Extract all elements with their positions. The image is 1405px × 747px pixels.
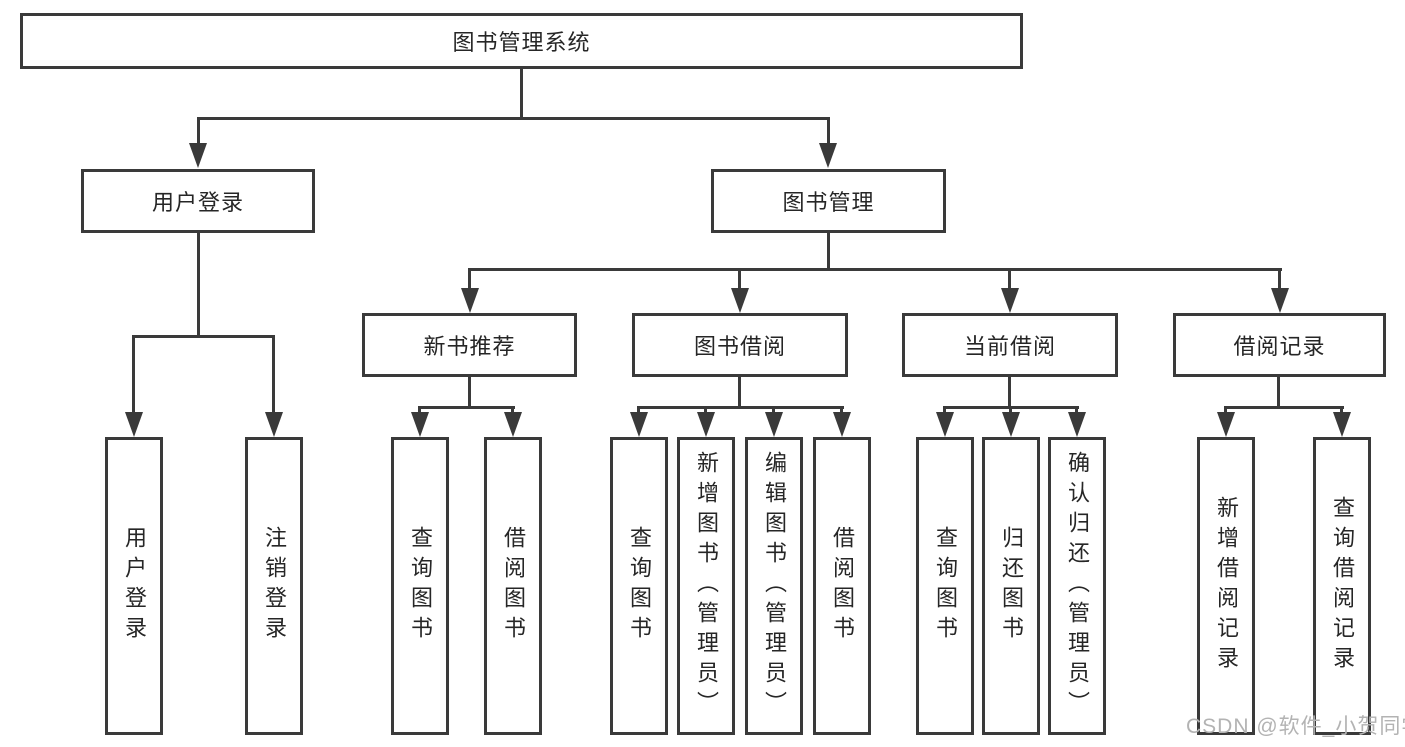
node-book-management: 图书管理 <box>711 169 946 233</box>
node-label: 确认归还（管理员） <box>1065 451 1090 721</box>
connector-line <box>418 406 515 409</box>
connector-line <box>704 406 707 415</box>
node-user-login-action: 用户登录 <box>105 437 163 735</box>
node-label: 用户登录 <box>122 526 147 646</box>
arrow-down-icon <box>1002 412 1020 437</box>
node-label: 新增借阅记录 <box>1214 496 1239 676</box>
connector-line <box>1008 377 1011 408</box>
connector-line <box>738 268 741 291</box>
connector-line <box>827 117 830 147</box>
arrow-down-icon <box>1068 412 1086 437</box>
connector-line <box>197 117 830 120</box>
arrow-down-icon <box>1333 412 1351 437</box>
arrow-down-icon <box>461 288 479 313</box>
arrow-down-icon <box>697 412 715 437</box>
arrow-down-icon <box>833 412 851 437</box>
node-label: 归还图书 <box>999 526 1024 646</box>
node-edit-book-admin: 编辑图书（管理员） <box>745 437 803 735</box>
connector-line <box>418 406 421 415</box>
connector-line <box>132 335 275 338</box>
connector-line <box>272 335 275 415</box>
connector-line <box>1008 268 1011 291</box>
node-user-login: 用户登录 <box>81 169 315 233</box>
node-return-books: 归还图书 <box>982 437 1040 735</box>
connector-line <box>520 69 523 119</box>
node-add-borrow-record: 新增借阅记录 <box>1197 437 1255 735</box>
connector-line <box>1224 406 1344 409</box>
arrow-down-icon <box>1271 288 1289 313</box>
connector-line <box>511 406 514 415</box>
connector-line <box>132 335 135 415</box>
arrow-down-icon <box>765 412 783 437</box>
node-search-borrow-record: 查询借阅记录 <box>1313 437 1371 735</box>
arrow-down-icon <box>265 412 283 437</box>
arrow-down-icon <box>1001 288 1019 313</box>
arrow-down-icon <box>411 412 429 437</box>
node-new-book-recommendation: 新书推荐 <box>362 313 577 377</box>
node-label: 查询借阅记录 <box>1330 496 1355 676</box>
connector-line <box>197 233 200 337</box>
connector-line <box>468 377 471 408</box>
node-label: 借阅记录 <box>1233 334 1326 359</box>
watermark-text: CSDN @软件_小贺同学 <box>1186 715 1405 738</box>
node-label: 借阅图书 <box>830 526 855 646</box>
node-label: 查询图书 <box>408 526 433 646</box>
node-label: 图书借阅 <box>693 334 786 359</box>
connector-line <box>637 406 640 415</box>
connector-line <box>772 406 775 415</box>
arrow-down-icon <box>731 288 749 313</box>
node-label: 用户登录 <box>151 190 244 215</box>
connector-line <box>827 233 830 270</box>
connector-line <box>738 377 741 408</box>
node-label: 编辑图书（管理员） <box>762 451 787 721</box>
node-add-book-admin: 新增图书（管理员） <box>677 437 735 735</box>
connector-line <box>1009 406 1012 415</box>
connector-line <box>840 406 843 415</box>
node-label: 借阅图书 <box>501 526 526 646</box>
connector-line <box>1075 406 1078 415</box>
node-label: 新增图书（管理员） <box>694 451 719 721</box>
node-current-borrowing: 当前借阅 <box>902 313 1118 377</box>
node-label: 查询图书 <box>933 526 958 646</box>
connector-line <box>1277 377 1280 408</box>
node-label: 图书管理 <box>782 190 875 215</box>
connector-line <box>197 117 200 147</box>
node-label: 当前借阅 <box>963 334 1056 359</box>
node-search-books-borrowing: 查询图书 <box>610 437 668 735</box>
connector-line <box>943 406 946 415</box>
node-label: 新书推荐 <box>423 334 516 359</box>
connector-line <box>1340 406 1343 415</box>
node-borrowing-records: 借阅记录 <box>1173 313 1386 377</box>
arrow-down-icon <box>189 143 207 168</box>
arrow-down-icon <box>630 412 648 437</box>
node-borrow-books: 借阅图书 <box>813 437 871 735</box>
connector-line <box>1224 406 1227 415</box>
node-confirm-return-admin: 确认归还（管理员） <box>1048 437 1106 735</box>
connector-line <box>468 268 1282 271</box>
node-book-borrowing: 图书借阅 <box>632 313 848 377</box>
connector-line <box>637 406 844 409</box>
arrow-down-icon <box>125 412 143 437</box>
node-label: 注销登录 <box>262 526 287 646</box>
connector-line <box>468 268 471 291</box>
arrow-down-icon <box>819 143 837 168</box>
node-logout-action: 注销登录 <box>245 437 303 735</box>
node-borrow-books-recommend: 借阅图书 <box>484 437 542 735</box>
node-label: 图书管理系统 <box>452 30 591 55</box>
node-library-management-system: 图书管理系统 <box>20 13 1023 69</box>
arrow-down-icon <box>936 412 954 437</box>
arrow-down-icon <box>1217 412 1235 437</box>
node-search-books-recommend: 查询图书 <box>391 437 449 735</box>
node-search-books-current: 查询图书 <box>916 437 974 735</box>
arrow-down-icon <box>504 412 522 437</box>
node-label: 查询图书 <box>627 526 652 646</box>
connector-line <box>1278 268 1281 291</box>
